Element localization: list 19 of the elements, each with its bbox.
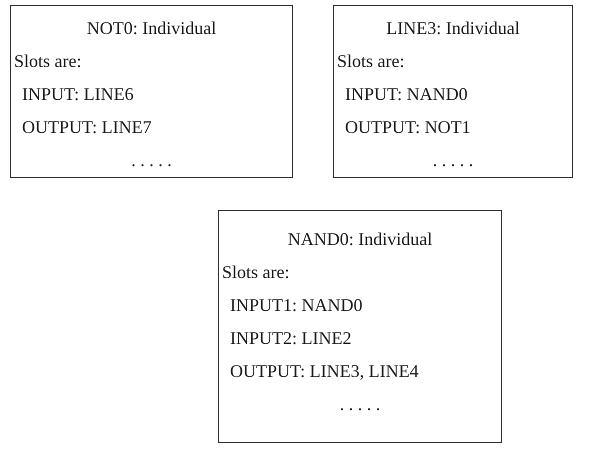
slot-text: Slots are: (337, 50, 404, 72)
slot-text: INPUT: NAND0 (345, 83, 468, 105)
slot-text: INPUT2: LINE2 (230, 327, 352, 349)
slot-text: INPUT: LINE6 (22, 83, 134, 105)
slot-frame-box (333, 5, 573, 178)
frame-heading: NOT0: Individual (86, 17, 218, 39)
slot-frame-box (10, 5, 293, 178)
ellipsis-text: . . . . . (432, 149, 474, 171)
slot-text: Slots are: (222, 261, 290, 283)
slot-text: INPUT1: NAND0 (230, 294, 362, 316)
slot-text: OUTPUT: NOT1 (345, 116, 471, 138)
slot-text: OUTPUT: LINE7 (22, 116, 152, 138)
frame-heading: NAND0: Individual (286, 228, 434, 250)
ellipsis-text: . . . . . (130, 149, 173, 171)
ellipsis-text: . . . . . (338, 393, 382, 415)
slot-text: Slots are: (14, 50, 82, 72)
slot-text: OUTPUT: LINE3, LINE4 (230, 360, 419, 382)
slot-frame-box (218, 210, 502, 443)
frame-heading: LINE3: Individual (385, 17, 521, 39)
